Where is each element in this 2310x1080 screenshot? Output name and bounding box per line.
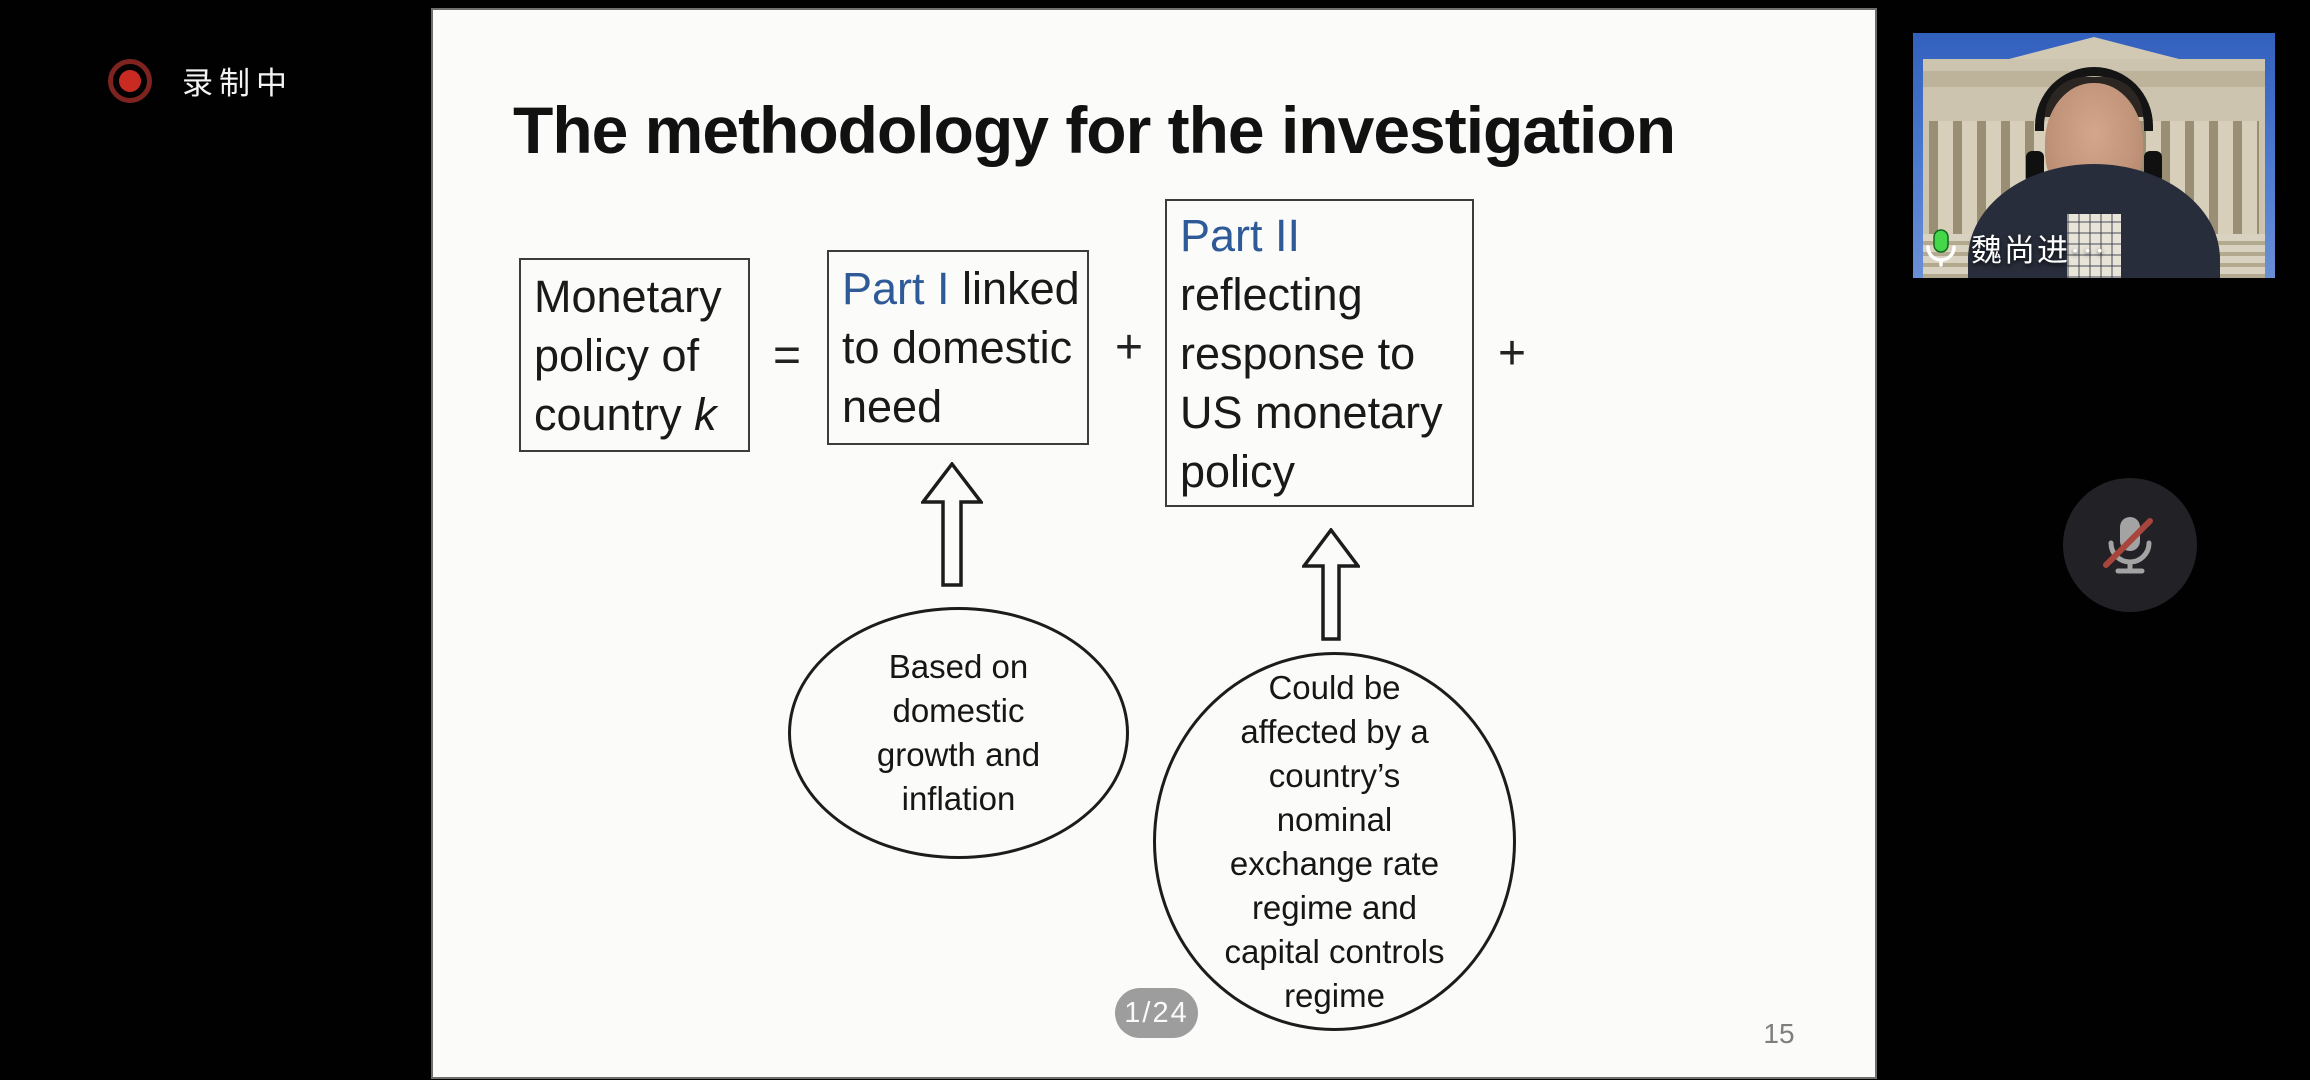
recording-label: 录制中	[182, 66, 293, 101]
record-icon	[108, 58, 152, 103]
box-line: response to	[1180, 327, 1416, 379]
equation-box-monetary-policy: Monetary policy of country k	[519, 258, 750, 452]
participant-name-overlay: 魏尚进···	[1923, 225, 2107, 270]
ellipse-line: nominal	[1276, 800, 1393, 838]
box-line: US monetary	[1180, 386, 1443, 438]
mic-on-icon	[1926, 228, 1956, 267]
box-line: need	[842, 381, 943, 432]
box-line: country k	[534, 388, 717, 440]
page-indicator-badge: 1/24	[1115, 988, 1198, 1038]
arrow-up-icon	[1302, 528, 1360, 641]
slide-page-number: 15	[1763, 1018, 1795, 1049]
italic-k: k	[694, 388, 717, 440]
box-line: Part I linked	[842, 263, 1080, 314]
ellipse-domestic-growth: Based on domestic growth and inflation	[788, 607, 1129, 859]
box-line: Monetary	[534, 270, 722, 322]
shared-screen-slide: The methodology for the investigation Mo…	[433, 10, 1875, 1077]
box-line: policy	[1180, 445, 1296, 497]
ellipse-line: growth and	[876, 736, 1041, 773]
plus-sign-2: +	[1497, 326, 1527, 380]
mic-muted-icon	[2103, 517, 2153, 574]
recording-indicator[interactable]: 录制中	[108, 58, 293, 103]
participant-name: 魏尚进···	[1971, 233, 2107, 268]
equation-box-part2: Part II reflecting response to US moneta…	[1165, 199, 1474, 507]
ellipse-line: inflation	[901, 780, 1016, 817]
ellipse-line: capital controls	[1224, 932, 1445, 970]
ellipse-line: affected by a	[1240, 712, 1429, 750]
ellipse-line: regime and	[1251, 888, 1418, 926]
part1-highlight: Part I	[842, 263, 950, 314]
box-line: to domestic	[842, 322, 1073, 373]
ellipse-line: domestic	[892, 692, 1025, 729]
ellipse-line: exchange rate	[1229, 844, 1440, 882]
part2-highlight: Part II	[1180, 209, 1301, 261]
ellipse-line: Could be	[1268, 668, 1401, 706]
ellipse-exchange-rate-regime: Could be affected by a country’s nominal…	[1153, 652, 1516, 1031]
equals-sign: =	[772, 328, 802, 382]
box-line: reflecting	[1180, 268, 1363, 320]
slide-title: The methodology for the investigation	[513, 93, 1676, 167]
webcam-video-tile[interactable]: 魏尚进···	[1913, 33, 2275, 278]
arrow-up-icon	[921, 462, 983, 587]
ellipse-line: Based on	[888, 648, 1029, 685]
box-line: policy of	[534, 329, 700, 381]
box-line: Part II	[1180, 206, 1472, 265]
microphone-muted-button[interactable]	[2063, 478, 2197, 612]
equation-box-part1: Part I linked to domestic need	[827, 250, 1089, 445]
plus-sign-1: +	[1114, 321, 1144, 374]
ellipse-line: country’s	[1268, 756, 1401, 794]
ellipse-line: regime	[1284, 976, 1385, 1014]
